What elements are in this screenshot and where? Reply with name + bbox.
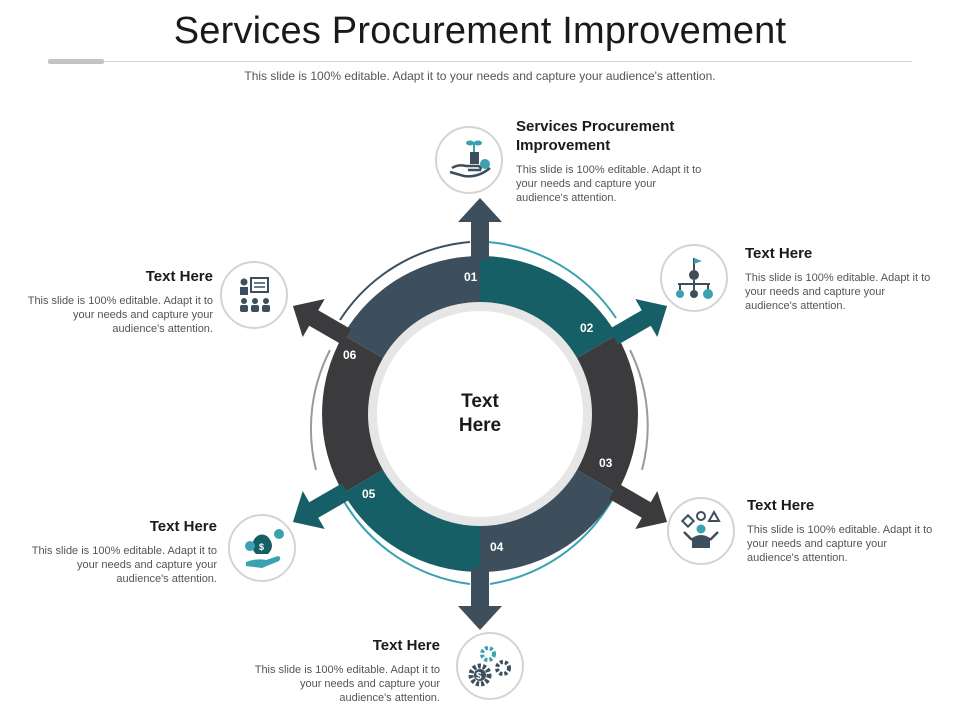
item-heading-1: Services Procurement Improvement [516,118,675,154]
presentation-team-icon [220,261,288,329]
inner-disc [377,311,583,517]
svg-text:$: $ [476,671,482,682]
item-text-5: This slide is 100% editable. Adapt it to… [31,545,217,585]
center-label-line-1: Text [461,391,499,412]
slide-title: Services Procurement Improvement [173,10,787,52]
direction-arrows [292,198,668,630]
item-block-2: Text Here This slide is 100% editable. A… [745,244,935,313]
item-block-1: Services Procurement Improvement This sl… [516,117,731,205]
money-bag-hand-icon: $ [228,514,296,582]
guide-arc-5 [309,349,331,471]
segment-number-01: 01 [464,270,478,284]
item-text-2: This slide is 100% editable. Adapt it to… [745,272,931,312]
arrow-3 [608,483,668,530]
outer-guide-arcs [309,241,649,585]
item-block-3: Text Here This slide is 100% editable. A… [747,496,937,565]
item-text-1: This slide is 100% editable. Adapt it to… [516,164,702,204]
ring-segment-4 [343,469,480,572]
segment-number-02: 02 [580,321,594,335]
item-block-6: Text Here This slide is 100% editable. A… [23,267,213,336]
guide-arc-3 [489,499,613,585]
segment-number-06: 06 [343,348,357,362]
svg-text:$: $ [259,542,264,552]
segment-number-04: 04 [490,540,504,554]
ring-segment-3 [480,469,617,572]
ring-segments [322,256,638,572]
guide-arc-6 [339,241,471,321]
center-label: Text Here [430,390,530,438]
center-label-line-2: Here [458,415,502,436]
hand-plant-money-icon [435,126,503,194]
ring-segment-2 [575,335,638,493]
item-heading-4: Text Here [372,637,440,654]
item-block-4: Text Here This slide is 100% editable. A… [250,636,440,705]
ring-segment-5 [322,335,385,493]
item-text-4: This slide is 100% editable. Adapt it to… [254,664,440,704]
title-divider [48,61,912,62]
item-text-6: This slide is 100% editable. Adapt it to… [27,295,213,335]
item-text-3: This slide is 100% editable. Adapt it to… [747,524,933,564]
guide-arc-4 [341,497,471,585]
item-heading-2: Text Here [745,245,813,262]
flag-network-icon [660,244,728,312]
item-heading-6: Text Here [145,268,213,285]
arrow-2 [608,298,668,345]
item-heading-3: Text Here [747,497,815,514]
arrow-1 [458,198,502,260]
person-shapes-icon [667,497,735,565]
item-block-5: Text Here This slide is 100% editable. A… [27,517,217,586]
title-divider-accent [48,59,104,64]
item-heading-5: Text Here [149,518,217,535]
arrow-4 [458,568,502,630]
arrow-5 [292,483,352,530]
ring-segment-6 [343,256,480,359]
arrow-6 [292,298,352,345]
icon-circles: $ $ [220,126,735,700]
segment-number-03: 03 [599,456,613,470]
segment-number-05: 05 [362,487,376,501]
guide-arc-2 [629,349,649,471]
ring-segment-1 [480,256,617,359]
slide-subtitle: This slide is 100% editable. Adapt it to… [244,69,716,83]
gears-dollar-icon: $ [456,632,524,700]
guide-arc-1 [487,241,617,319]
